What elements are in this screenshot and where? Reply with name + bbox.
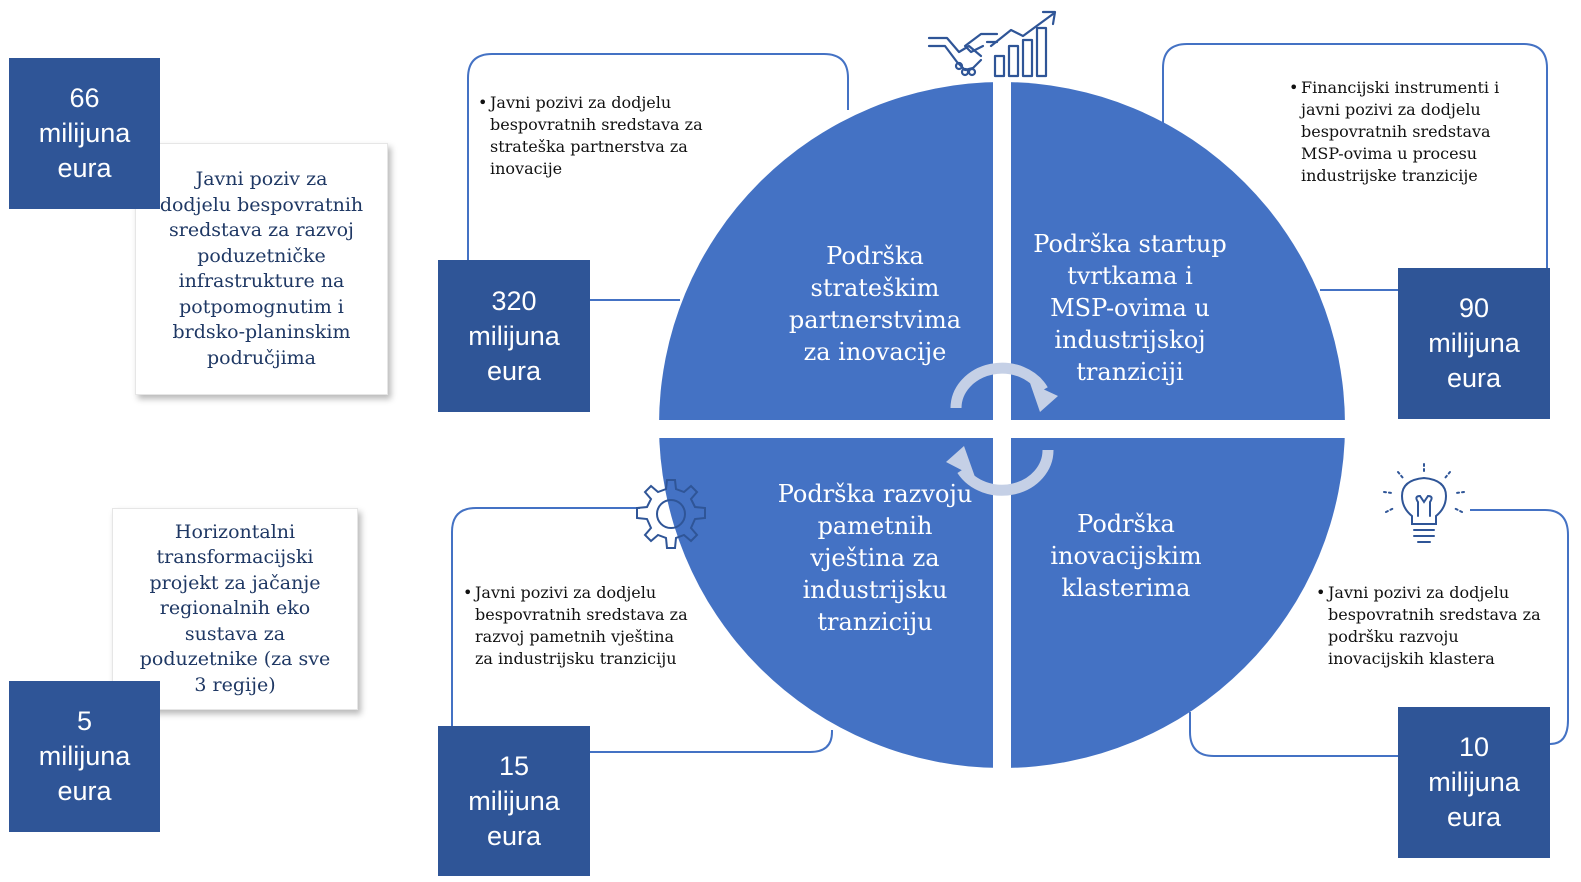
- card-line: područjima: [206, 346, 317, 369]
- card-line: Javni poziv za: [195, 168, 328, 190]
- card-line: Horizontalni: [174, 520, 296, 543]
- lightbulb-icon: [1383, 463, 1465, 543]
- handshake-growth-icon: [927, 10, 1057, 78]
- card-line: poduzetničke: [197, 244, 326, 267]
- quadrant-line: strateškim: [810, 274, 940, 302]
- bullet-line: strateška partnerstva za: [490, 137, 688, 156]
- bullet-line: Financijski instrumenti i: [1301, 78, 1500, 97]
- bullet-line: podršku razvoju: [1328, 627, 1459, 646]
- quadrant-line: tvrtkama i: [1067, 262, 1193, 290]
- amount-box-5: 5 milijuna eura: [9, 681, 160, 832]
- horizontal-project-card: Horizontalni transformacijski projekt za…: [112, 508, 358, 710]
- amount-box-320: 320 milijuna eura: [438, 260, 590, 412]
- amount-unit: milijuna: [38, 118, 131, 148]
- bullet-line: inovacije: [490, 159, 563, 178]
- card-line: potpomognutim i: [179, 295, 344, 318]
- quadrant-line: za inovacije: [803, 338, 947, 366]
- connector-frame-top-right: [1162, 43, 1548, 291]
- quadrant-line: partnerstvima: [788, 306, 962, 334]
- amount-value: 66: [69, 83, 100, 113]
- bullet-bottom-left: • Javni pozivi za dodjelu bespovratnih s…: [463, 582, 725, 670]
- quadrant-line: inovacijskim: [1050, 542, 1202, 570]
- quadrant-line: tranziciji: [1076, 358, 1184, 386]
- quadrant-label-bottom-right: Podrška inovacijskim klasterima: [1020, 506, 1232, 606]
- card-line: brdsko-planinskim: [172, 321, 351, 343]
- amount-box-90: 90 milijuna eura: [1398, 268, 1550, 419]
- amount-currency: eura: [1446, 363, 1502, 393]
- amount-value: 10: [1458, 732, 1490, 762]
- quadrant-line: vještina za: [810, 544, 940, 572]
- connector-frame-bottom-left: [451, 507, 640, 726]
- quadrant-label-bottom-left: Podrška razvoju pametnih vještina za ind…: [760, 476, 990, 640]
- quadrant-line: Podrška startup: [1033, 230, 1227, 258]
- bullet-line: Javni pozivi za dodjelu: [1328, 583, 1510, 602]
- bullet-line: bespovratnih sredstava: [1301, 122, 1491, 141]
- bullet-line: bespovratnih sredstava za: [475, 605, 688, 624]
- quadrant-line: Podrška razvoju: [777, 480, 973, 508]
- amount-value: 15: [498, 750, 530, 781]
- amount-value: 5: [76, 706, 93, 736]
- amount-unit: milijuna: [468, 320, 560, 351]
- cycle-arrows-icon: [946, 362, 1058, 496]
- quadrant-line: industrijskoj: [1054, 326, 1206, 354]
- amount-currency: eura: [486, 355, 542, 386]
- quadrant-line: Podrška: [826, 242, 924, 270]
- quadrant-line: pametnih: [817, 512, 933, 540]
- amount-box-10: 10 milijuna eura: [1398, 707, 1550, 858]
- card-line: sustava za: [184, 622, 286, 645]
- quadrant-label-top-left: Podrška strateškim partnerstvima za inov…: [765, 238, 985, 370]
- card-line: infrastrukture na: [178, 270, 345, 292]
- card-line: sredstava za razvoj: [169, 219, 354, 241]
- circle-gap-horizontal: [640, 420, 1360, 438]
- bullet-dot: •: [1316, 583, 1326, 602]
- card-line: 3 regije): [194, 673, 276, 696]
- bullet-line: javni pozivi za dodjelu: [1301, 100, 1481, 119]
- bullet-line: MSP-ovima u procesu: [1301, 144, 1478, 163]
- bullet-dot: •: [1289, 78, 1299, 97]
- bullet-line: bespovratnih sredstava za: [490, 115, 703, 134]
- amount-box-66: 66 milijuna eura: [9, 58, 160, 209]
- amount-currency: eura: [486, 820, 542, 851]
- connector-frame-bottom-right: [1189, 509, 1569, 757]
- amount-unit: milijuna: [468, 785, 560, 816]
- card-line: dodjelu bespovratnih: [159, 193, 364, 216]
- bullet-line: za industrijsku tranziciju: [475, 649, 677, 668]
- card-line: projekt za jačanje: [149, 571, 321, 594]
- infrastructure-call-card: Javni poziv za dodjelu bespovratnih sred…: [135, 143, 388, 395]
- amount-box-15: 15 milijuna eura: [438, 726, 590, 876]
- bullet-line: Javni pozivi za dodjelu: [490, 93, 672, 112]
- amount-value: 320: [491, 285, 537, 316]
- amount-unit: milijuna: [38, 741, 131, 771]
- bullet-line: inovacijskih klastera: [1328, 649, 1495, 668]
- quadrant-line: industrijsku: [802, 576, 948, 604]
- connector-frame-top-left: [467, 53, 849, 262]
- bullet-bottom-right: • Javni pozivi za dodjelu bespovratnih s…: [1316, 582, 1573, 670]
- card-line: poduzetnike (za sve: [139, 648, 331, 671]
- amount-currency: eura: [57, 776, 112, 806]
- bullet-dot: •: [463, 583, 473, 602]
- amount-value: 90: [1458, 293, 1490, 323]
- card-line: regionalnih eko: [159, 597, 311, 620]
- bullet-dot: •: [478, 93, 488, 112]
- quadrant-label-top-right: Podrška startup tvrtkama i MSP-ovima u i…: [1020, 226, 1240, 390]
- quadrant-line: tranziciju: [817, 608, 933, 636]
- amount-unit: milijuna: [1428, 767, 1520, 797]
- bullet-line: Javni pozivi za dodjelu: [475, 583, 657, 602]
- bullet-line: bespovratnih sredstava za: [1328, 605, 1541, 624]
- bullet-top-left: • Javni pozivi za dodjelu bespovratnih s…: [478, 92, 750, 180]
- card-line: transformacijski: [156, 546, 314, 569]
- quadrant-line: Podrška: [1077, 510, 1175, 538]
- bullet-line: industrijske tranzicije: [1301, 166, 1478, 185]
- bullet-top-right: • Financijski instrumenti i javni pozivi…: [1289, 77, 1541, 187]
- bullet-line: razvoj pametnih vještina: [475, 627, 675, 646]
- amount-currency: eura: [1446, 802, 1502, 832]
- gear-icon: [636, 479, 706, 549]
- quadrant-line: MSP-ovima u: [1050, 294, 1210, 322]
- connector-line-bottom-left: [590, 730, 833, 753]
- quadrant-line: klasterima: [1061, 574, 1191, 602]
- amount-unit: milijuna: [1428, 328, 1520, 358]
- amount-currency: eura: [57, 153, 112, 183]
